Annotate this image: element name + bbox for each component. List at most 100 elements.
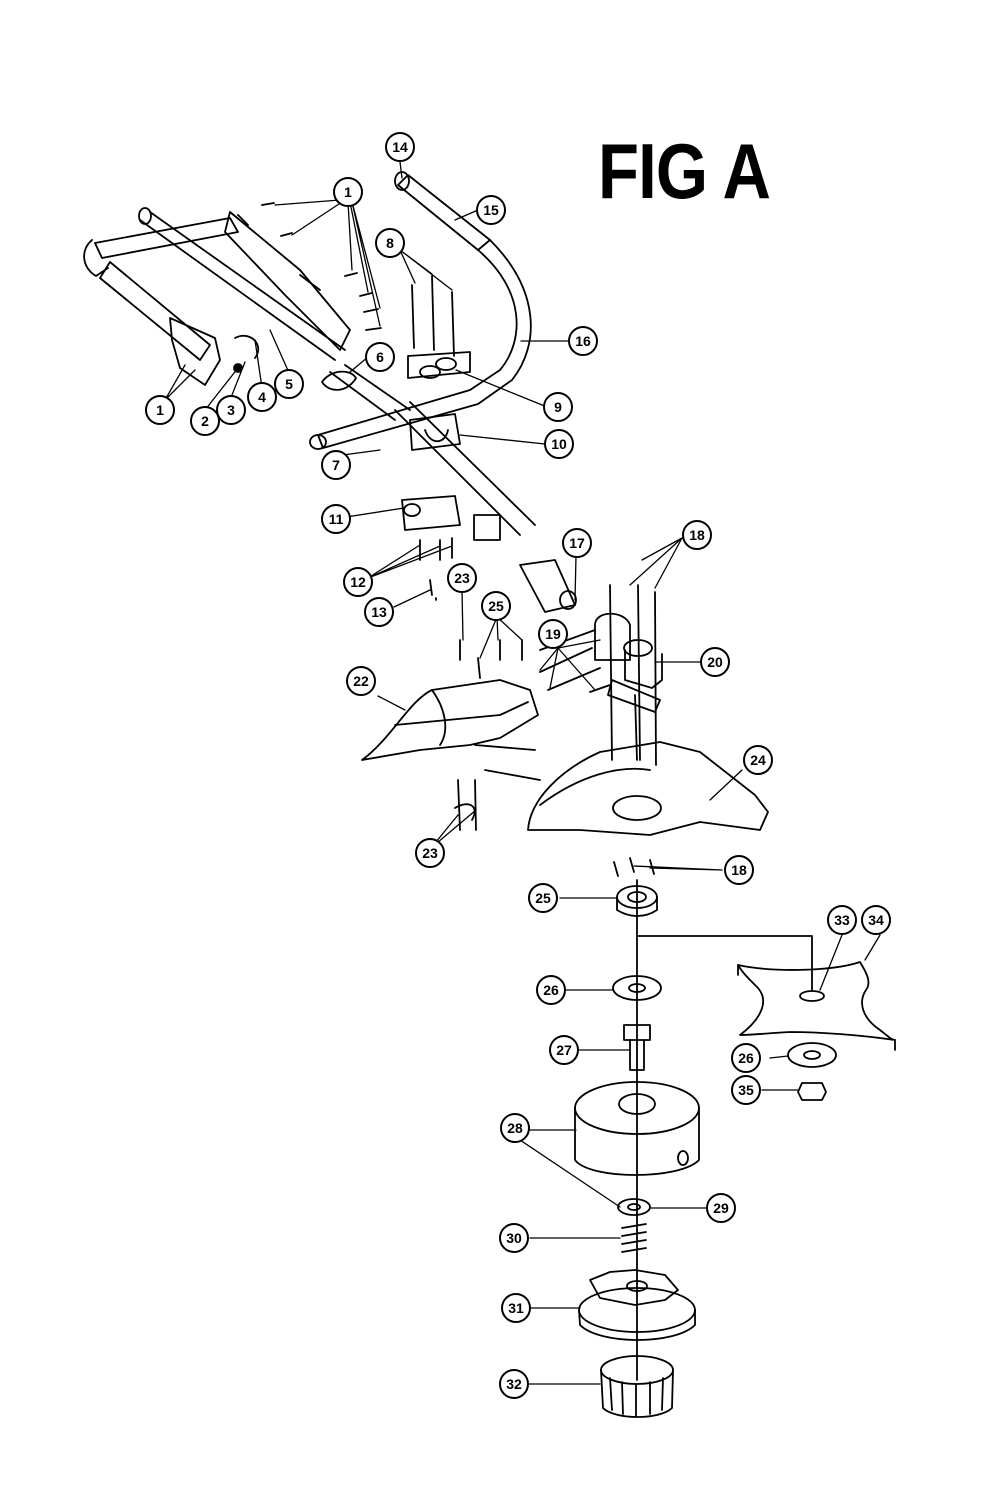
debris-shield bbox=[361, 639, 539, 831]
callout-circle bbox=[476, 195, 506, 225]
callout-circle bbox=[501, 1293, 531, 1323]
callout-circle bbox=[499, 1223, 529, 1253]
callout-9: 9 bbox=[543, 392, 573, 422]
callout-10: 10 bbox=[544, 429, 574, 459]
callout-circle bbox=[364, 597, 394, 627]
callout-circle bbox=[145, 395, 175, 425]
callout-circle bbox=[415, 838, 445, 868]
callout-number: 30 bbox=[506, 1230, 522, 1246]
callout-number: 14 bbox=[392, 139, 408, 155]
callout-circle bbox=[499, 1369, 529, 1399]
callout-number: 23 bbox=[454, 570, 470, 586]
callout-number: 15 bbox=[483, 202, 499, 218]
callout-circle bbox=[346, 666, 376, 696]
gear-head bbox=[519, 559, 663, 766]
callout-number: 28 bbox=[507, 1120, 523, 1136]
handle-assembly bbox=[83, 202, 536, 536]
callout-number: 26 bbox=[738, 1050, 754, 1066]
callout-number: 11 bbox=[329, 511, 344, 527]
callout-31: 31 bbox=[501, 1293, 531, 1323]
callout-number: 8 bbox=[386, 235, 394, 251]
callout-number: 22 bbox=[353, 673, 369, 689]
cutting-blade bbox=[737, 961, 896, 1101]
callout-number: 19 bbox=[545, 626, 561, 642]
bike-handlebar bbox=[309, 171, 532, 450]
callout-number: 23 bbox=[422, 845, 438, 861]
callout-number: 26 bbox=[543, 982, 559, 998]
callout-26: 26 bbox=[731, 1043, 761, 1073]
callout-circle bbox=[706, 1193, 736, 1223]
callout-number: 5 bbox=[285, 376, 293, 392]
callout-circle bbox=[724, 855, 754, 885]
callout-circle bbox=[549, 1035, 579, 1065]
callout-16: 16 bbox=[568, 326, 598, 356]
callout-number: 18 bbox=[731, 862, 747, 878]
callout-5: 5 bbox=[274, 369, 304, 399]
callout-22: 22 bbox=[346, 666, 376, 696]
callout-number: 29 bbox=[713, 1200, 729, 1216]
callout-24: 24 bbox=[743, 745, 773, 775]
callout-number: 10 bbox=[551, 436, 567, 452]
callout-35: 35 bbox=[731, 1075, 761, 1105]
callout-circle bbox=[827, 905, 857, 935]
callout-circle bbox=[536, 975, 566, 1005]
callout-circle bbox=[247, 382, 277, 412]
leader-lines bbox=[164, 161, 881, 1385]
figure-title: FIG A bbox=[598, 127, 771, 215]
callout-circle bbox=[568, 326, 598, 356]
callout-circle bbox=[447, 563, 477, 593]
callout-4: 4 bbox=[247, 382, 277, 412]
callout-circle bbox=[333, 177, 363, 207]
callout-7: 7 bbox=[321, 450, 351, 480]
callout-33: 33 bbox=[827, 905, 857, 935]
callout-17: 17 bbox=[562, 528, 592, 558]
callout-34: 34 bbox=[861, 905, 891, 935]
callout-circle bbox=[343, 567, 373, 597]
callout-number: 27 bbox=[556, 1042, 572, 1058]
callout-number: 7 bbox=[332, 457, 340, 473]
callout-circle bbox=[481, 591, 511, 621]
callout-number: 35 bbox=[738, 1082, 754, 1098]
callout-circle bbox=[682, 520, 712, 550]
callout-number: 33 bbox=[834, 912, 850, 928]
callout-6: 6 bbox=[365, 342, 395, 372]
callout-32: 32 bbox=[499, 1369, 529, 1399]
callout-number: 17 bbox=[569, 535, 585, 551]
callout-number: 2 bbox=[201, 413, 209, 429]
callout-number: 6 bbox=[376, 349, 384, 365]
callout-3: 3 bbox=[216, 395, 246, 425]
callout-number: 16 bbox=[575, 333, 591, 349]
callout-circle bbox=[743, 745, 773, 775]
callout-circle bbox=[190, 406, 220, 436]
callout-18: 18 bbox=[682, 520, 712, 550]
callout-number: 32 bbox=[506, 1376, 522, 1392]
callout-2: 2 bbox=[190, 406, 220, 436]
callout-circle bbox=[216, 395, 246, 425]
callout-circle bbox=[321, 450, 351, 480]
callout-circle bbox=[500, 1113, 530, 1143]
callout-number: 34 bbox=[868, 912, 884, 928]
callout-number: 1 bbox=[344, 184, 352, 200]
callout-25: 25 bbox=[528, 883, 558, 913]
callout-number: 9 bbox=[554, 399, 562, 415]
callout-circle bbox=[731, 1075, 761, 1105]
callout-circle bbox=[385, 132, 415, 162]
callout-27: 27 bbox=[549, 1035, 579, 1065]
callout-number: 18 bbox=[689, 527, 705, 543]
callout-1: 1 bbox=[145, 395, 175, 425]
callout-25: 25 bbox=[481, 591, 511, 621]
callout-15: 15 bbox=[476, 195, 506, 225]
callout-29: 29 bbox=[706, 1193, 736, 1223]
trimmer-head-stack bbox=[574, 879, 813, 1418]
callout-number: 20 bbox=[707, 654, 723, 670]
callout-circle bbox=[321, 504, 351, 534]
callout-20: 20 bbox=[700, 647, 730, 677]
callout-circle bbox=[731, 1043, 761, 1073]
callout-circle bbox=[700, 647, 730, 677]
callout-number: 25 bbox=[535, 890, 551, 906]
callout-number: 25 bbox=[488, 598, 504, 614]
callout-26: 26 bbox=[536, 975, 566, 1005]
